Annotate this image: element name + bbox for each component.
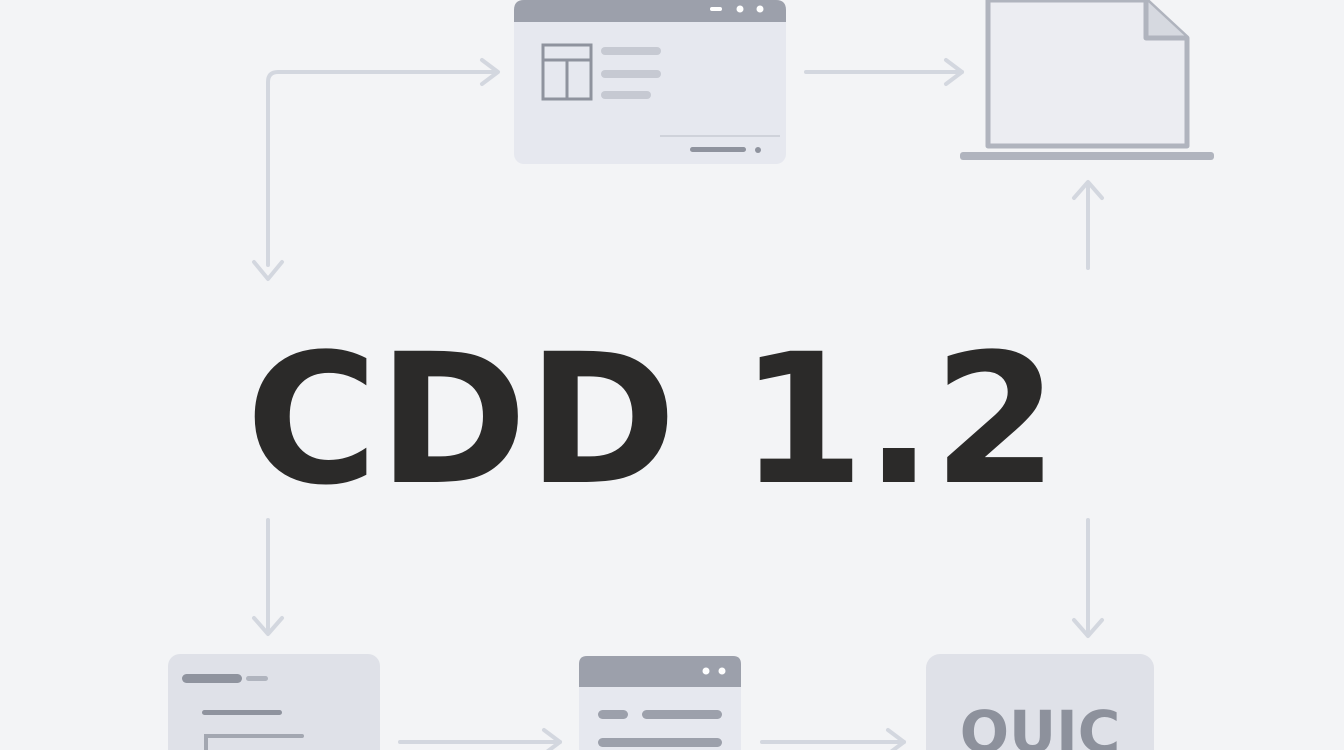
browser-window-icon (514, 0, 786, 164)
connector-list-to-settings (398, 728, 562, 750)
connector-up-to-document (1072, 180, 1104, 270)
diagram-title: CDD 1.2 (246, 316, 1058, 525)
quic-label: QUIC (960, 698, 1121, 750)
connector-settings-to-quic (760, 728, 906, 750)
connector-down-to-quic-box (1072, 518, 1104, 638)
list-panel-icon (168, 654, 380, 750)
connector-down-to-list-panel (252, 518, 284, 636)
connector-left-to-browser (252, 58, 500, 281)
connector-browser-to-document (804, 58, 964, 86)
document-on-stand-icon (960, 0, 1214, 160)
settings-window-icon (579, 656, 741, 750)
quic-box-icon: QUIC (926, 654, 1154, 750)
